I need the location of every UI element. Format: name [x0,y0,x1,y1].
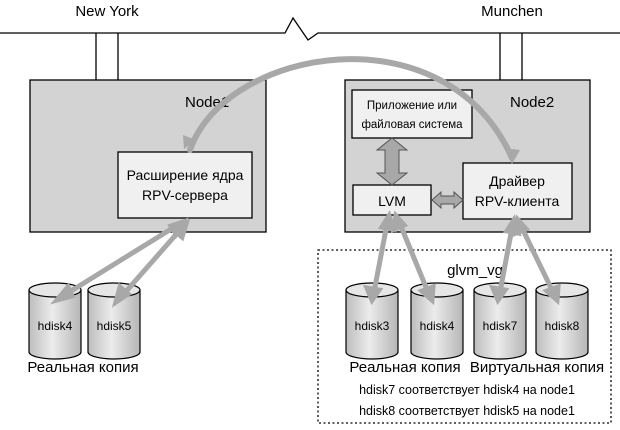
application-label-line1: Приложение или [367,100,457,112]
driver-disk-arrows [488,214,561,306]
disk-hdisk4: hdisk4 [28,282,82,360]
kernel-extension-box [117,151,253,219]
glvm-vg-title: glvm_vg [447,262,503,279]
rpv-client-driver-box [462,162,573,220]
disk-label: hdisk7 [483,319,518,333]
network-line [0,16,620,41]
lvm-label: LVM [378,193,406,209]
node1-network-link [95,33,119,80]
site-label-right: Munchen [481,3,543,20]
kernel-extension-label-line1: Расширение ядра [127,167,244,183]
node2-title: Node2 [510,94,554,111]
app-lvm-double-arrow [375,137,409,186]
rpv-client-driver-label-line2: RPV-клиента [475,193,560,209]
lvm-disk-arrows [362,210,436,306]
disk-hdisk5: hdisk5 [87,282,141,360]
mapping-note-hdisk7: hdisk7 соответствует hdisk4 на node1 [359,383,575,397]
lvm-driver-double-arrow [431,190,464,210]
disk-hdisk8: hdisk8 [535,282,589,360]
disk-label: hdisk3 [355,319,390,333]
site-label-left: New York [75,3,139,20]
kernel-extension-label-line2: RPV-сервера [142,187,228,203]
application-box [351,89,473,139]
node1-disk-arrows [49,217,191,308]
lvm-box [352,184,432,216]
mapping-note-hdisk8: hdisk8 соответствует hdisk5 на node1 [359,404,575,418]
glvm-real-copy-caption: Реальная копия [349,359,460,376]
disk-label: hdisk4 [38,319,73,333]
node2-network-link [499,33,523,80]
disk-label: hdisk4 [420,319,455,333]
rpv-network-arrow [183,56,520,164]
disk-label: hdisk8 [545,319,580,333]
disk-hdisk4: hdisk4 [410,282,464,360]
disk-label: hdisk5 [97,319,132,333]
glvm-vg-group-box [317,249,612,424]
rpv-client-driver-label-line1: Драйвер [489,173,545,189]
left-real-copy-caption: Реальная копия [27,359,138,376]
application-label-line2: файловая система [361,119,463,131]
glvm-virtual-copy-caption: Виртуальная копия [470,359,604,376]
